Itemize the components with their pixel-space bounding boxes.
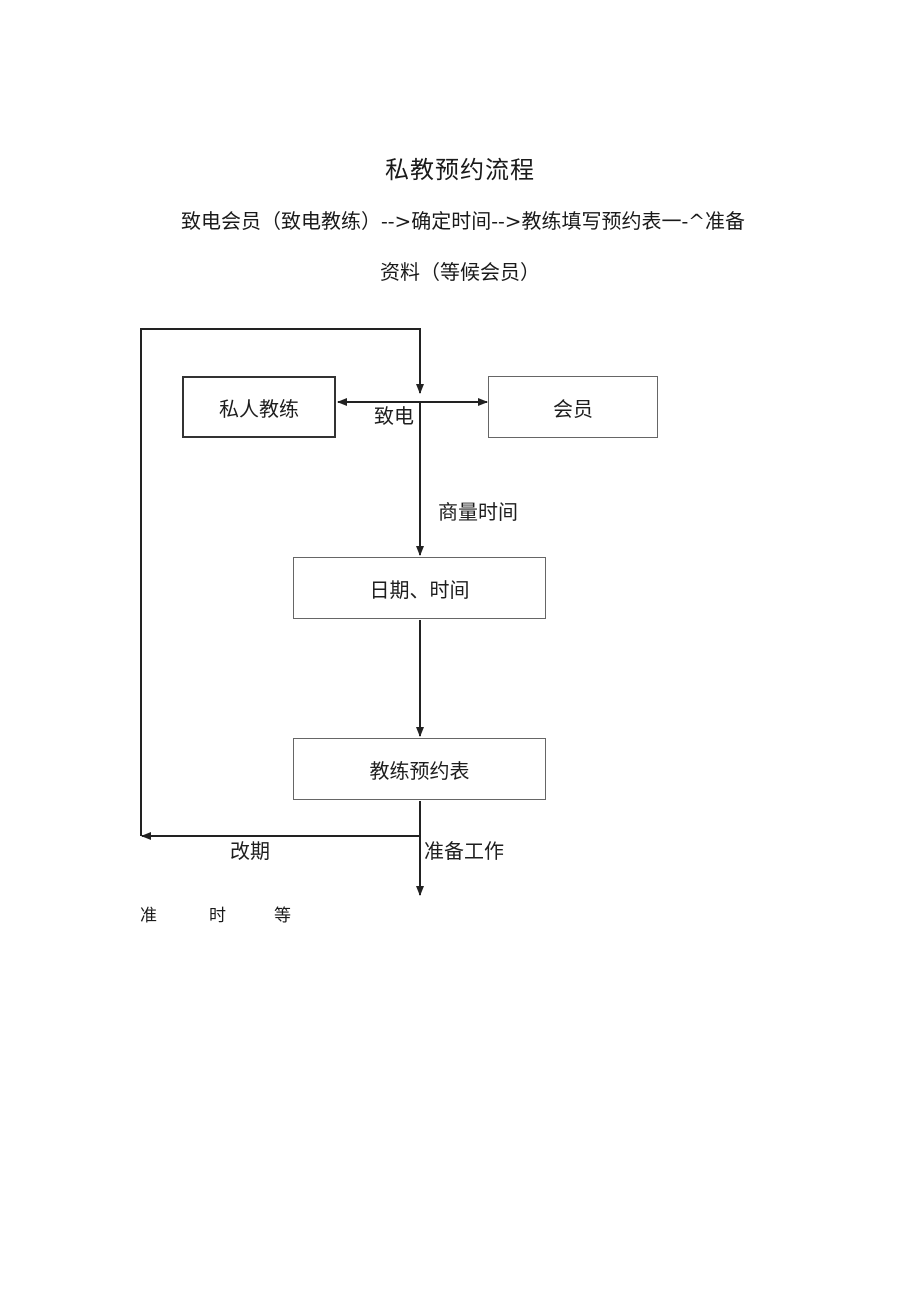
edge-label-call: 致电 <box>374 404 414 428</box>
node-booking-form: 教练预约表 <box>293 738 546 800</box>
document-title: 私教预约流程 <box>385 156 535 184</box>
footer-char: 准 <box>140 906 157 926</box>
edge-label-reschedule: 改期 <box>230 839 270 863</box>
node-member: 会员 <box>488 376 658 438</box>
footer-char: 等 <box>274 906 291 926</box>
node-personal-trainer: 私人教练 <box>182 376 336 438</box>
feedback-loop-line <box>140 328 424 836</box>
edge-label-negotiate-time: 商量时间 <box>438 500 518 524</box>
footer-text-row: 准 时 等 <box>0 901 920 927</box>
intro-text-line-1: 致电会员（致电教练）-->确定时间-->教练填写预约表一-^准备 <box>180 209 746 233</box>
node-date-time: 日期、时间 <box>293 557 546 619</box>
footer-char: 时 <box>209 906 226 926</box>
edge-label-prepare-work: 准备工作 <box>424 839 504 863</box>
intro-text-line-2: 资料（等候会员） <box>380 260 540 284</box>
